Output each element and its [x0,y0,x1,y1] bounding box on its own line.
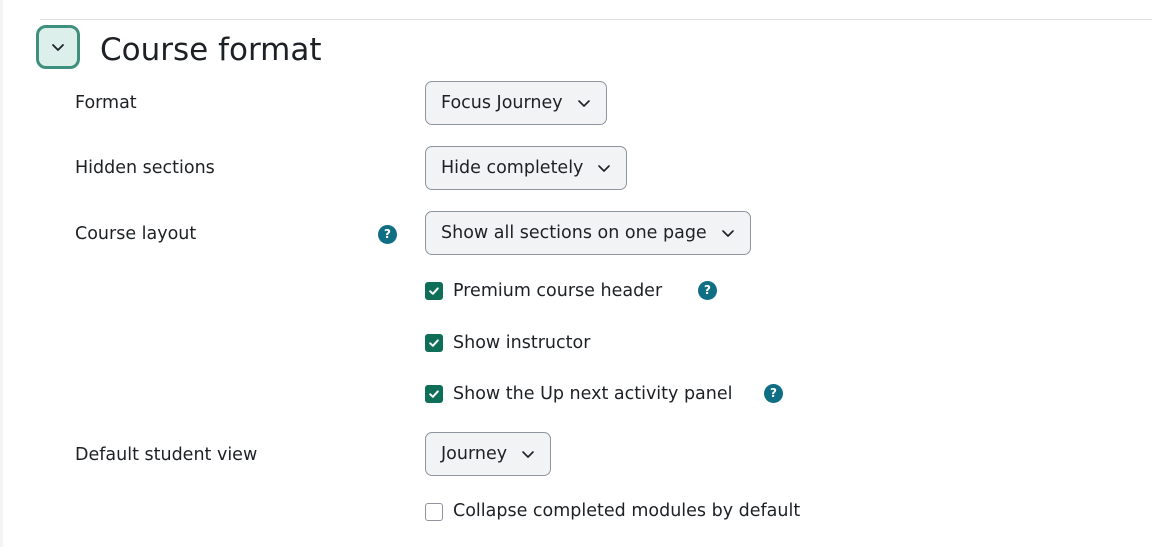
default-student-view-select-value: Journey [441,444,508,464]
up-next-panel-help-icon[interactable]: ? [764,384,783,403]
course-layout-help-icon[interactable]: ? [378,225,397,244]
up-next-panel-checkbox[interactable] [425,385,443,403]
page-edge [0,0,3,547]
collapse-completed-checkbox[interactable] [425,503,443,521]
chevron-down-icon [521,447,535,461]
chevron-down-icon [721,226,735,240]
premium-header-help-icon[interactable]: ? [698,281,717,300]
checkmark-icon [429,390,439,398]
format-label: Format [75,93,137,113]
course-layout-select[interactable]: Show all sections on one page [425,211,751,255]
premium-header-label[interactable]: Premium course header [453,281,663,301]
chevron-down-icon [52,44,64,51]
hidden-sections-select[interactable]: Hide completely [425,146,628,190]
format-select-value: Focus Journey [441,93,563,113]
hidden-sections-select-value: Hide completely [441,158,584,178]
collapse-section-button[interactable] [36,25,80,69]
divider [40,19,1152,20]
chevron-down-icon [577,96,591,110]
default-student-view-label: Default student view [75,445,258,465]
default-student-view-select[interactable]: Journey [425,432,552,476]
show-instructor-checkbox[interactable] [425,334,443,352]
format-select[interactable]: Focus Journey [425,81,607,125]
course-layout-label: Course layout [75,224,197,244]
up-next-panel-label[interactable]: Show the Up next activity panel [453,384,733,404]
collapse-completed-label[interactable]: Collapse completed modules by default [453,501,801,521]
course-layout-select-value: Show all sections on one page [441,223,707,243]
premium-header-checkbox[interactable] [425,282,443,300]
chevron-down-icon [597,161,611,175]
section-title: Course format [100,32,322,68]
hidden-sections-label: Hidden sections [75,158,215,178]
checkmark-icon [429,339,439,347]
checkmark-icon [429,287,439,295]
show-instructor-label[interactable]: Show instructor [453,333,591,353]
